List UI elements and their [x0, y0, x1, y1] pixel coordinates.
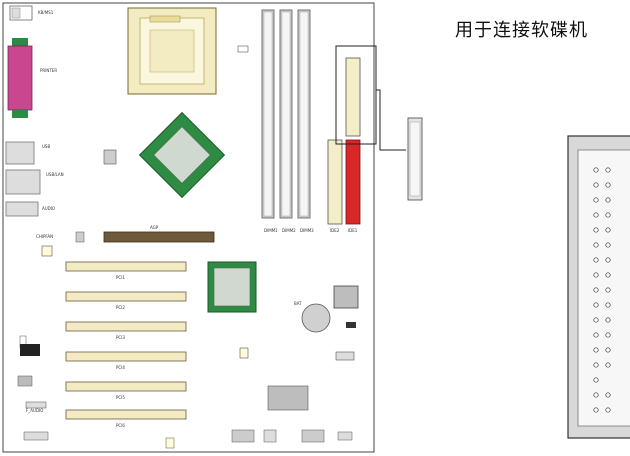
small-chip [103, 149, 117, 165]
dimm2-label: DIMM2 [282, 228, 296, 233]
com-label: PRINTER [40, 68, 57, 73]
pci4-label: PCI4 [116, 365, 125, 370]
dimm1-label: DIMM1 [264, 228, 278, 233]
fdd-pin [593, 362, 599, 368]
fdd-pin [593, 317, 599, 323]
northbridge-chip [138, 111, 226, 199]
usb-lan-port: USB/LAN [5, 169, 64, 195]
fdd-header-onboard [345, 57, 361, 137]
fdd-pins [593, 167, 611, 413]
small-ic [75, 231, 85, 243]
fdd-highlight [335, 45, 406, 151]
fdd-connector-small [407, 117, 423, 201]
fdd-pin [605, 302, 611, 308]
fdd-pin [605, 332, 611, 338]
dimm-slots: DIMM1 DIMM2 DIMM3 [261, 9, 314, 233]
agp-slot: AGP [103, 225, 215, 243]
pci-slots: PCI1 PCI2 PCI3 PCI4 PCI5 PCI6 [65, 261, 187, 428]
chipfan-label: CHIPFAN [36, 234, 53, 239]
ide-connectors: IDE2 IDE1 [327, 139, 361, 233]
caption-text: 用于连接软碟机 [455, 20, 588, 41]
cpu-socket [127, 7, 217, 95]
agp-label: AGP [150, 225, 159, 230]
fdd-pin [593, 272, 599, 278]
fdd-pin [593, 227, 599, 233]
fdd-pin [605, 362, 611, 368]
fdd-pin [593, 302, 599, 308]
fdd-pin [605, 347, 611, 353]
fdd-pin [605, 272, 611, 278]
pci5-label: PCI5 [116, 395, 125, 400]
pci3-label: PCI3 [116, 335, 125, 340]
fdd-pin [605, 212, 611, 218]
com-port: PRINTER [7, 38, 57, 118]
fdd-pin [605, 287, 611, 293]
battery-label: BAT [294, 301, 302, 306]
fdd-pin [593, 242, 599, 248]
usb-port: USB [5, 141, 50, 165]
southbridge-chip [207, 261, 257, 313]
fdd-pin [605, 197, 611, 203]
f-audio-label: F_AUDIO [26, 408, 43, 413]
fdd-pin [605, 392, 611, 398]
fdd-pin [605, 182, 611, 188]
dimm3-label: DIMM3 [300, 228, 314, 233]
fdd-pin [593, 197, 599, 203]
keyboard-label: KB/MS1 [38, 10, 54, 15]
pci1-label: PCI1 [116, 275, 125, 280]
pci2-label: PCI2 [116, 305, 125, 310]
audio-port: AUDIO [5, 201, 55, 217]
battery: BAT [294, 301, 331, 333]
fdd-pin [593, 332, 599, 338]
fdd-pin [593, 167, 599, 173]
fdd-pin [605, 317, 611, 323]
misc-headers: F_AUDIO [17, 322, 356, 449]
fdd-connector-zoom [567, 135, 630, 439]
usb-label: USB [42, 144, 50, 149]
fdd-pin [593, 377, 599, 383]
fdd-pin [605, 257, 611, 263]
fdd-pin [605, 227, 611, 233]
fdd-pin [605, 407, 611, 413]
chipfan-header: CHIPFAN [36, 234, 53, 257]
usb-lan-label: USB/LAN [46, 172, 64, 177]
bios-chip [333, 285, 359, 309]
fdd-pin [605, 167, 611, 173]
ide1-label: IDE1 [348, 228, 358, 233]
fdd-pin [593, 392, 599, 398]
pci6-label: PCI6 [116, 423, 125, 428]
ide2-label: IDE2 [330, 228, 340, 233]
fdd-pin [605, 242, 611, 248]
fdd-pin [593, 287, 599, 293]
fdd-pin [593, 407, 599, 413]
fdd-pin [593, 182, 599, 188]
fdd-pin [593, 212, 599, 218]
keyboard-port: KB/MS1 [9, 5, 54, 21]
fdd-pin [593, 347, 599, 353]
audio-label: AUDIO [42, 206, 55, 211]
fdd-pin [593, 257, 599, 263]
cpu-fan-header [237, 45, 249, 53]
